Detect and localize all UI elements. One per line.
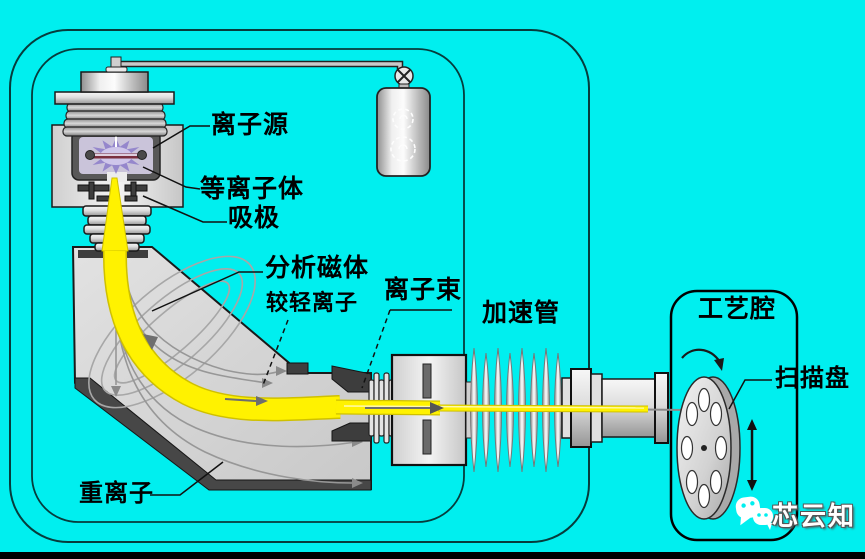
- label-ion-beam: 离子束: [384, 275, 463, 304]
- label-heavy-ions: 重离子: [79, 479, 154, 507]
- extraction-electrode: [77, 181, 148, 202]
- analyzing-magnet: [71, 246, 372, 491]
- label-process-chamber: 工艺腔: [698, 294, 777, 323]
- source-upper-bellows: [62, 102, 168, 137]
- wechat-icon: [735, 496, 773, 530]
- watermark-text: 芯云知: [772, 502, 857, 532]
- gas-valve-icon: [394, 66, 414, 91]
- acceleration-tube: [470, 347, 562, 473]
- label-acceleration-tube: 加速管: [482, 298, 561, 327]
- label-ion-source: 离子源: [211, 110, 290, 139]
- label-extraction-electrode: 吸极: [228, 203, 281, 232]
- enclosure-outlines: [9, 29, 590, 543]
- process-chamber: [669, 289, 799, 542]
- plasma-glow: [85, 132, 147, 174]
- ion-beam-path: [101, 177, 685, 422]
- rotation-arrow: [681, 348, 721, 363]
- wafer-holes: [680, 387, 728, 509]
- label-plasma: 等离子体: [200, 174, 305, 203]
- leader-lines: [142, 125, 772, 496]
- label-light-ions: 较轻离子: [266, 291, 359, 316]
- bottom-bar: [0, 552, 865, 559]
- scan-disk-assembly: [676, 348, 757, 520]
- vertical-scan-arrow: [747, 419, 757, 491]
- label-analyzing-magnet: 分析磁体: [265, 253, 370, 282]
- label-scan-disk: 扫描盘: [775, 364, 850, 392]
- gas-bottle: [376, 87, 431, 177]
- beam-arrows: [143, 334, 444, 414]
